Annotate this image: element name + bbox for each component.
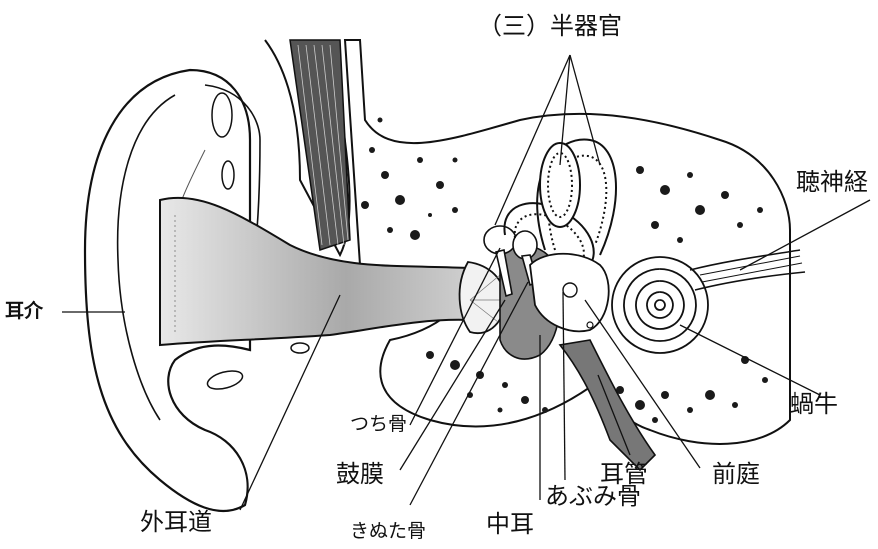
label-incus: きぬた骨 — [350, 522, 426, 541]
label-auditory-nerve: 聴神経 — [796, 170, 868, 194]
label-auricle: 耳介 — [5, 302, 43, 321]
label-tympanic-membrane: 鼓膜 — [336, 462, 384, 486]
label-stapes: あぶみ骨 — [545, 484, 641, 508]
label-external-auditory-canal: 外耳道 — [140, 510, 212, 534]
label-cochlea: 蝸牛 — [790, 392, 838, 416]
label-malleus: つち骨 — [350, 415, 407, 434]
label-vestibule: 前庭 — [712, 462, 760, 486]
cochlea-shape — [612, 257, 708, 353]
label-semicircular-canals: （三）半器官 — [478, 14, 622, 38]
label-middle-ear: 中耳 — [486, 512, 534, 536]
